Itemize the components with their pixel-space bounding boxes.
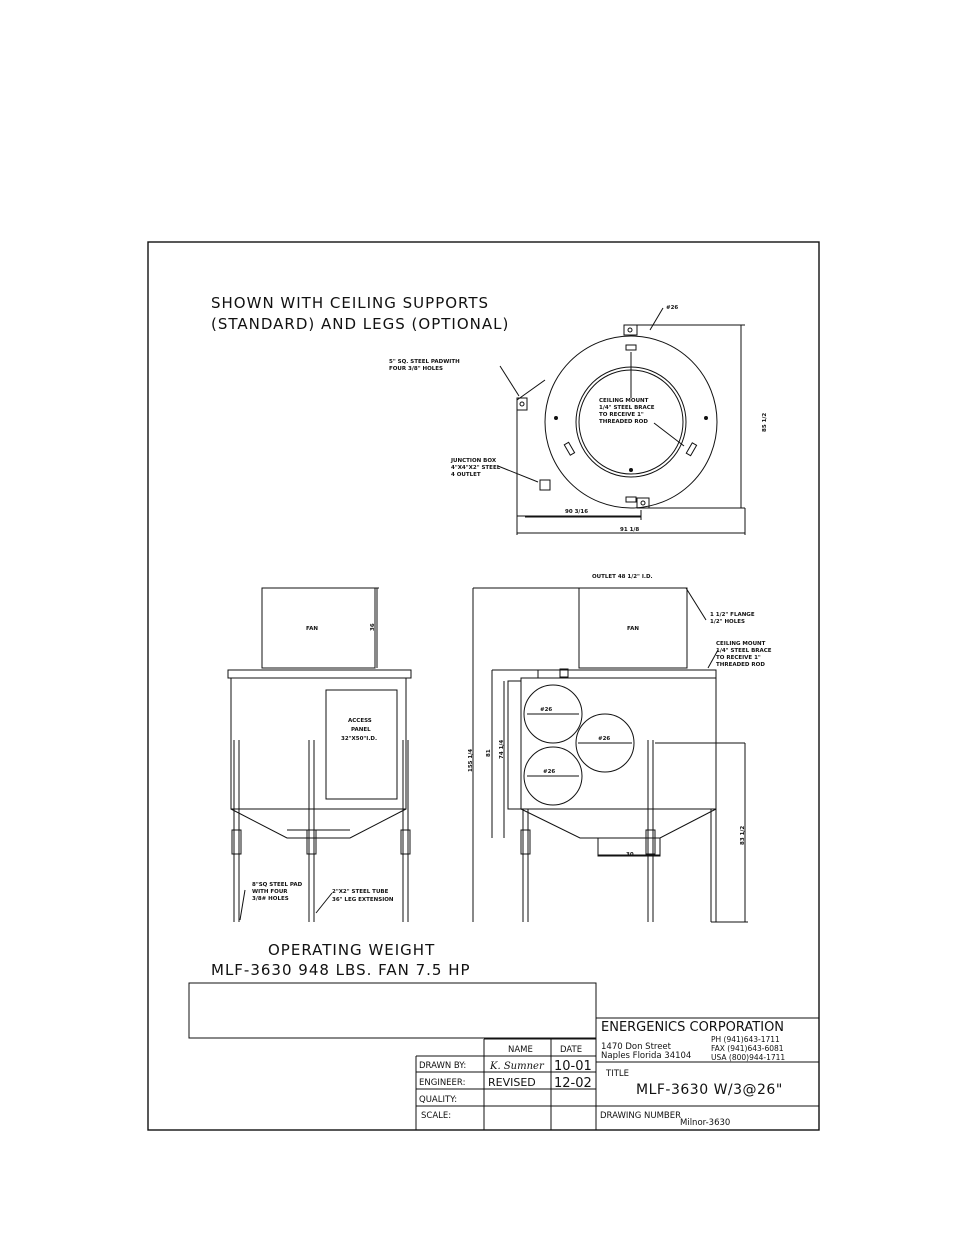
access-panel-line3: 32"X50"I.D. <box>341 736 377 742</box>
operating-weight-title: OPERATING WEIGHT <box>268 941 435 959</box>
right-fan-label: FAN <box>627 626 639 632</box>
right-dim-total: 155 1/4 <box>468 749 474 772</box>
drawing-number-label: DRAWING NUMBER <box>600 1111 681 1121</box>
top-hole-label: #26 <box>666 305 678 311</box>
access-panel-line1: ACCESS <box>348 718 372 724</box>
access-panel-line2: PANEL <box>351 727 371 733</box>
left-cabinet <box>230 677 407 810</box>
header-note-line2: (STANDARD) AND LEGS (OPTIONAL) <box>211 315 509 333</box>
company-usa: USA (800)944-1711 <box>711 1053 785 1062</box>
col-name-header: NAME <box>508 1045 533 1055</box>
engineer-date: 12-02 <box>554 1076 592 1091</box>
top-dim-height: 85 1/2 <box>762 413 768 432</box>
outlet-hole-a <box>523 684 583 744</box>
left-fan-dim: 36 <box>370 623 376 631</box>
top-mount-line3: TO RECEIVE 1" <box>599 412 644 418</box>
top-pad-line1: 5" SQ. STEEL PADWITH <box>389 359 460 365</box>
operating-weight-spec: MLF-3630 948 LBS. FAN 7.5 HP <box>211 961 471 979</box>
company-fax: FAX (941)643-6081 <box>711 1044 784 1053</box>
right-mount-line1: CEILING MOUNT <box>716 641 766 647</box>
left-pad-line1: 8"SQ STEEL PAD <box>252 882 303 888</box>
top-dim-inner: 90 3/16 <box>565 509 588 515</box>
company-phone: PH (941)643-1711 <box>711 1035 780 1044</box>
top-view-outer-circle <box>544 335 718 509</box>
right-flange-line2: 1/2" HOLES <box>710 619 745 625</box>
drawing-title: MLF-3630 W/3@26" <box>636 1082 783 1098</box>
title-block <box>188 982 819 1130</box>
right-dim-leg: 83 1/2 <box>740 826 746 845</box>
junction-box-line3: 4 OUTLET <box>451 472 481 478</box>
top-pad-line2: FOUR 3/8" HOLES <box>389 366 443 372</box>
scale-label: SCALE: <box>421 1111 451 1121</box>
right-mount-line3: TO RECEIVE 1" <box>716 655 761 661</box>
company-name: ENERGENICS CORPORATION <box>601 1020 784 1035</box>
right-mount-line4: THREADED ROD <box>716 662 765 668</box>
col-date-header: DATE <box>560 1045 582 1055</box>
junction-box-line1: JUNCTION BOX <box>450 458 497 464</box>
left-pad-line2: WITH FOUR <box>252 889 288 895</box>
engineer-label: ENGINEER: <box>419 1078 465 1088</box>
drawing-number-value: Milnor-3630 <box>680 1118 730 1128</box>
title-label: TITLE <box>605 1069 629 1079</box>
left-tube-line1: 2"X2" STEEL TUBE <box>332 889 389 895</box>
right-fan-box <box>578 587 688 669</box>
right-flange-line1: 1 1/2" FLANGE <box>710 612 755 618</box>
access-panel <box>325 689 398 800</box>
right-hole-a-label: #26 <box>540 707 552 713</box>
right-dim-74: 74 1/4 <box>499 740 505 759</box>
left-fan-label: FAN <box>306 626 318 632</box>
right-dim-30: 30 <box>626 852 634 858</box>
engineer-name: REVISED <box>488 1076 536 1089</box>
left-pad-line3: 3/8# HOLES <box>252 896 289 902</box>
left-tube-line2: 36" LEG EXTENSION <box>332 897 394 903</box>
right-mount-line2: 1/4" STEEL BRACE <box>716 648 772 654</box>
right-hole-c-label: #26 <box>543 769 555 775</box>
top-mount-line1: CEILING MOUNT <box>599 398 649 404</box>
top-view <box>497 307 746 535</box>
top-mount-line4: THREADED ROD <box>599 419 648 425</box>
drawn-by-date: 10-01 <box>554 1059 592 1074</box>
drawn-by-label: DRAWN BY: <box>419 1061 466 1071</box>
right-view <box>472 587 748 923</box>
right-outlet-label: OUTLET 48 1/2" I.D. <box>592 574 653 580</box>
header-note-line1: SHOWN WITH CEILING SUPPORTS <box>211 294 489 312</box>
company-address-line2: Naples Florida 34104 <box>601 1051 691 1061</box>
top-mount-line2: 1/4" STEEL BRACE <box>599 405 655 411</box>
top-dim-outer: 91 1/8 <box>620 527 639 533</box>
outlet-hole-c <box>523 746 583 806</box>
junction-box <box>539 479 551 491</box>
left-view <box>227 587 412 922</box>
quality-label: QUALITY: <box>419 1095 457 1105</box>
left-fan-box <box>261 587 376 669</box>
right-hole-b-label: #26 <box>598 736 610 742</box>
drawn-by-name: K. Sumner <box>489 1061 545 1072</box>
right-dim-81: 81 <box>486 749 492 757</box>
notes-box <box>188 982 597 1039</box>
junction-box-line2: 4"X4"X2" STEEL <box>451 465 501 471</box>
sheet-border <box>147 241 820 1131</box>
outlet-hole-b <box>575 713 635 773</box>
company-address-line1: 1470 Don Street <box>601 1042 672 1052</box>
